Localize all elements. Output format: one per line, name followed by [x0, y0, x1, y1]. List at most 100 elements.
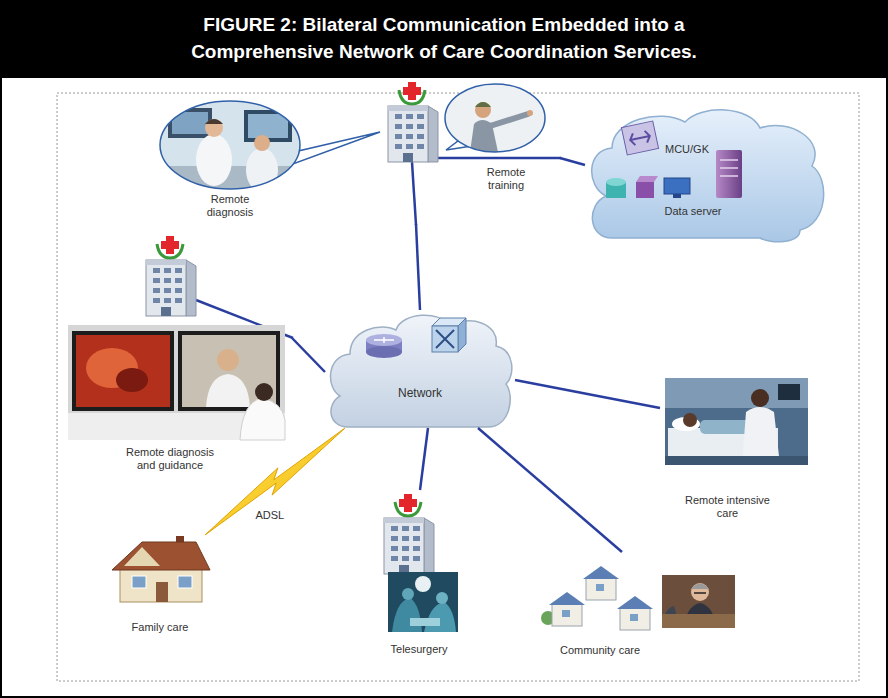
telesurgery-photo-part — [410, 618, 440, 626]
mcu-cloud-shape-part — [664, 178, 690, 194]
network-link — [420, 428, 428, 490]
remote-training-bubble-part-part — [527, 110, 533, 116]
family-house-part — [156, 582, 168, 602]
node-label: MCU/GK — [657, 143, 717, 156]
videoconference-photo-part — [217, 349, 239, 371]
meeting-photo-part — [662, 614, 735, 628]
telesurgery-photo-part — [415, 576, 431, 592]
videoconference-photo-part — [255, 383, 273, 401]
meeting-photo-part — [691, 583, 709, 601]
remote-diagnosis-bubble-part-part — [205, 119, 223, 137]
title-bar — [0, 0, 888, 78]
videoconference-photo-part — [116, 368, 148, 392]
meeting-photo-part — [694, 592, 706, 594]
remote-diagnosis-bubble-part-part — [160, 101, 300, 189]
community-houses-part — [620, 608, 650, 630]
intensive-care-photo-part — [751, 389, 769, 407]
community-houses-part — [630, 614, 638, 621]
adsl-link-bolt — [205, 428, 345, 535]
family-house-part — [178, 576, 192, 588]
network-cloud-shape-part — [331, 315, 512, 427]
community-houses-part — [586, 578, 616, 600]
telesurgery-photo-part — [392, 598, 422, 632]
intensive-care-photo — [665, 378, 808, 465]
remote-training-bubble-part — [445, 84, 545, 152]
network-link — [515, 380, 660, 408]
videoconference-photo-part — [72, 331, 174, 411]
node-label: Telesurgery — [372, 643, 466, 656]
network-link — [416, 224, 420, 310]
remote-diagnosis-bubble — [160, 101, 380, 192]
remote-diagnosis-bubble-part-part — [246, 148, 278, 192]
dotted-frame — [57, 93, 859, 681]
network-cloud-shape-part — [436, 330, 454, 348]
intensive-care-photo-part — [665, 378, 808, 408]
network-cloud-shape-part — [432, 326, 458, 352]
community-houses-part — [583, 566, 619, 579]
network-link — [292, 338, 325, 372]
intensive-care-photo-part — [665, 456, 808, 465]
telesurgery-photo-part — [424, 602, 456, 632]
network-cloud-shape-part — [458, 318, 466, 352]
hospital-building — [388, 82, 438, 162]
videoconference-photo-part — [76, 335, 170, 407]
family-house-part — [132, 576, 146, 588]
telesurgery-photo-part — [436, 592, 448, 604]
community-houses-part — [562, 610, 570, 617]
meeting-photo-part — [662, 575, 735, 628]
remote-diagnosis-bubble-part-part — [196, 134, 232, 186]
mcu-cloud: MCU/GKData server — [585, 105, 830, 245]
hospital-building — [146, 236, 196, 316]
mcu-cloud-shape-part-part — [621, 121, 658, 155]
intensive-care-photo-part — [683, 413, 697, 427]
network-cloud-shape-part — [374, 337, 394, 343]
family-house-part — [112, 542, 210, 570]
mcu-cloud-shape-part — [716, 150, 742, 198]
family-house-part — [120, 566, 202, 602]
network-cloud-shape — [331, 315, 512, 427]
telesurgery-photo-part — [402, 588, 414, 600]
videoconference-photo-part — [240, 398, 285, 440]
family-house — [112, 536, 210, 602]
remote-diagnosis-bubble-part — [160, 101, 300, 192]
remote-diagnosis-bubble-part — [160, 101, 300, 189]
mcu-cloud-shape-part — [636, 176, 658, 182]
remote-diagnosis-bubble-part-part — [205, 119, 223, 124]
mcu-cloud-shape-part — [636, 182, 654, 198]
community-houses-part — [617, 596, 653, 609]
remote-diagnosis-bubble-part-part — [254, 135, 270, 151]
meeting-photo-part — [691, 584, 709, 590]
mcu-cloud-shape-part — [606, 178, 626, 186]
network-cloud-shape-part — [366, 334, 402, 346]
telesurgery-photo — [388, 572, 458, 632]
figure-title: FIGURE 2: Bilateral Communication Embedd… — [144, 11, 744, 65]
community-houses-part — [549, 592, 585, 605]
videoconference-photo-part — [182, 335, 276, 407]
remote-training-bubble-part — [445, 84, 545, 152]
node-label: Family care — [105, 621, 215, 634]
care-site: Remote intensive care — [660, 372, 815, 532]
node-label: Remote diagnosis — [200, 193, 260, 219]
link-label: ADSL — [254, 509, 287, 522]
link-line-part — [412, 162, 416, 225]
link-line-part — [438, 157, 561, 160]
community-houses — [541, 566, 653, 630]
node-label: Network — [375, 386, 465, 400]
network-cloud-shape-part — [366, 346, 402, 358]
remote-training-bubble-part-part — [475, 102, 491, 107]
node-label: Remote diagnosis and guidance — [120, 446, 220, 472]
node-label: Remote training — [478, 166, 534, 192]
network-cloud: Network — [325, 310, 515, 428]
hospital-site: Remote diagnosis and guidance — [62, 234, 292, 480]
remote-training-bubble — [445, 84, 545, 152]
family-house-part — [124, 547, 160, 566]
mcu-cloud-shape-part — [592, 110, 824, 242]
remote-diagnosis-bubble-part-part — [244, 110, 292, 142]
node-label: Community care — [545, 644, 655, 657]
community-houses-part — [596, 584, 604, 591]
telesurgery-photo-part — [388, 572, 458, 632]
